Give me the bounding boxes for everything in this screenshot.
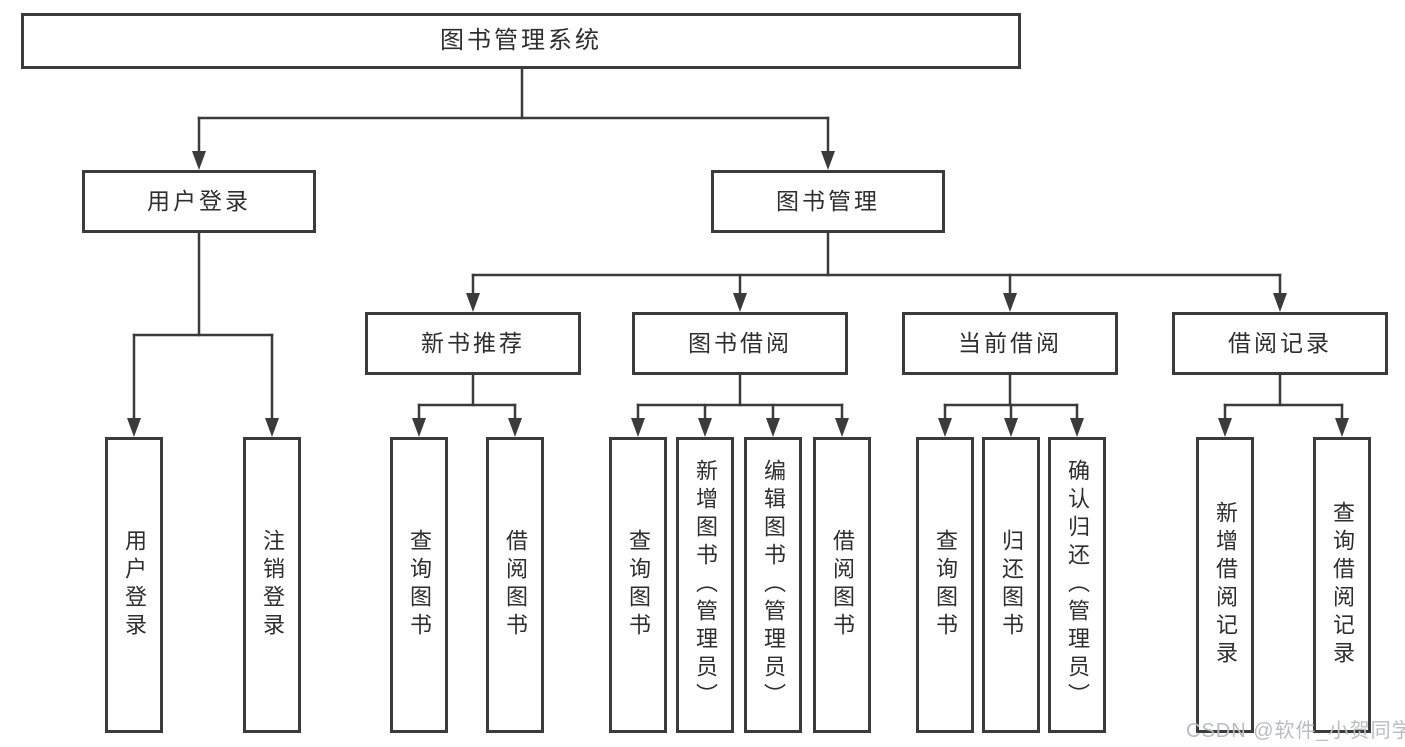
node-new-book-recommend: 新书推荐 (365, 312, 581, 375)
leaf-query-books-borrow: 查询图书 (609, 437, 667, 733)
node-book-borrow: 图书借阅 (632, 312, 848, 375)
node-library-system: 图书管理系统 (21, 13, 1021, 69)
leaf-return-book: 归还图书 (982, 437, 1040, 733)
leaf-add-book-admin: 新增图书（管理员） (676, 437, 734, 733)
leaf-borrow-books-recommend: 借阅图书 (486, 437, 544, 733)
node-current-borrow: 当前借阅 (902, 312, 1118, 375)
leaf-borrow-books: 借阅图书 (813, 437, 871, 733)
node-borrow-records: 借阅记录 (1172, 312, 1388, 375)
leaf-confirm-return-admin: 确认归还（管理员） (1048, 437, 1106, 733)
leaf-add-borrow-record: 新增借阅记录 (1196, 437, 1254, 733)
leaf-logout: 注销登录 (243, 437, 301, 733)
leaf-query-borrow-record: 查询借阅记录 (1313, 437, 1371, 733)
csdn-watermark: CSDN @软件_小贺同学 (1186, 720, 1405, 742)
leaf-query-books-recommend: 查询图书 (390, 437, 448, 733)
leaf-user-login: 用户登录 (105, 437, 163, 733)
node-user-login: 用户登录 (82, 170, 316, 233)
node-book-management: 图书管理 (711, 170, 945, 233)
leaf-query-books-current: 查询图书 (916, 437, 974, 733)
leaf-edit-book-admin: 编辑图书（管理员） (744, 437, 802, 733)
